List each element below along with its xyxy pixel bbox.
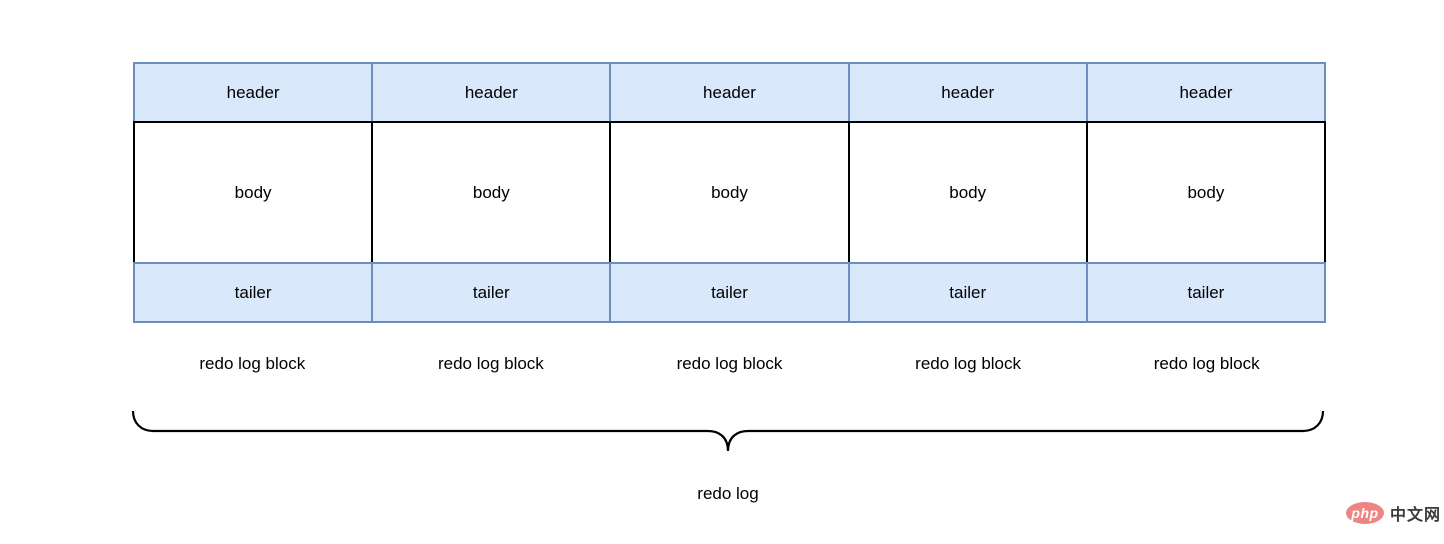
block-captions: redo log block redo log block redo log b… xyxy=(133,352,1326,376)
curly-brace xyxy=(131,410,1325,454)
watermark: php 中文网 xyxy=(1346,501,1441,525)
tailer-cell: tailer xyxy=(1085,262,1327,323)
body-cell: body xyxy=(1085,121,1327,264)
redo-log-block-column: header body tailer xyxy=(1085,62,1327,323)
header-cell: header xyxy=(371,62,612,123)
group-label: redo log xyxy=(697,484,759,503)
tailer-cell: tailer xyxy=(371,262,612,323)
tailer-cell: tailer xyxy=(133,262,374,323)
block-caption: redo log block xyxy=(1153,354,1260,373)
redo-log-block-column: header body tailer xyxy=(133,62,374,323)
header-cell: header xyxy=(609,62,850,123)
block-caption: redo log block xyxy=(676,354,783,373)
redo-log-block-column: header body tailer xyxy=(371,62,612,323)
php-logo-icon: php xyxy=(1346,502,1384,524)
header-cell: header xyxy=(1085,62,1327,123)
watermark-site-text: 中文网 xyxy=(1390,507,1442,524)
body-cell: body xyxy=(371,121,612,264)
body-cell: body xyxy=(609,121,850,264)
redo-log-block-column: header body tailer xyxy=(609,62,850,323)
block-caption: redo log block xyxy=(915,354,1021,373)
block-caption: redo log block xyxy=(437,354,544,373)
redo-log-blocks: header body tailer header body tailer he… xyxy=(133,62,1327,323)
block-caption: redo log block xyxy=(199,354,306,373)
redo-log-block-column: header body tailer xyxy=(847,62,1088,323)
tailer-cell: tailer xyxy=(609,262,850,323)
header-cell: header xyxy=(847,62,1088,123)
tailer-cell: tailer xyxy=(847,262,1088,323)
header-cell: header xyxy=(133,62,374,123)
body-cell: body xyxy=(133,121,374,264)
body-cell: body xyxy=(847,121,1088,264)
